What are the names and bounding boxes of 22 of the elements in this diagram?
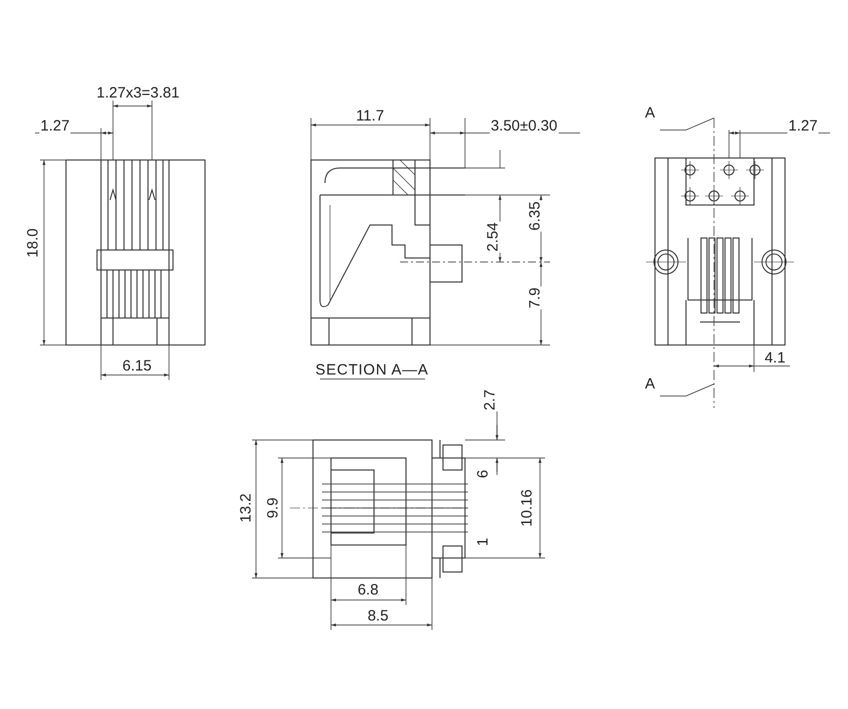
dimension-label: 1.27 xyxy=(787,118,819,134)
dimension-label: 6.15 xyxy=(121,358,153,374)
dimension-label: A xyxy=(644,106,656,120)
dimension-label: 1.27 xyxy=(39,118,71,134)
dimension-label: 1 xyxy=(476,536,490,548)
view-title: SECTION A—A xyxy=(314,362,430,378)
dimension-label: 6.35 xyxy=(528,200,542,232)
dimension-label: 13.2 xyxy=(238,492,254,524)
dimension-label: 6.8 xyxy=(356,582,380,598)
dimension-label: 2.7 xyxy=(482,388,498,412)
dimension-label: 1.27x3=3.81 xyxy=(96,86,180,100)
dimension-label: 18.0 xyxy=(26,227,40,259)
dimension-label: 8.5 xyxy=(366,608,390,624)
dimension-label: 3.50±0.30 xyxy=(490,118,558,134)
dimension-label: A xyxy=(644,376,656,392)
dimension-label: 7.9 xyxy=(528,286,542,310)
dimension-label: 10.16 xyxy=(520,488,534,528)
dimension-label: 9.9 xyxy=(266,496,280,520)
dimension-label: 4.1 xyxy=(764,350,786,366)
dimension-label: 6 xyxy=(476,468,490,480)
dimension-label: 2.54 xyxy=(486,221,500,253)
dimension-label: 11.7 xyxy=(354,108,386,124)
